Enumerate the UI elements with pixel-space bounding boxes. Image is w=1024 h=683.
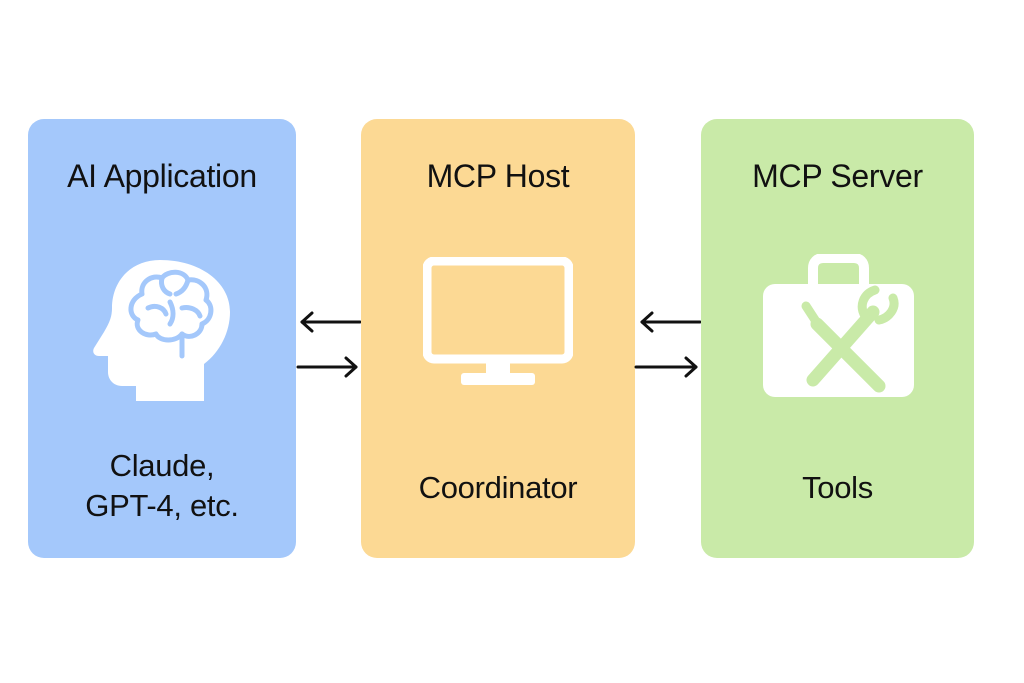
mcp-server-box: MCP Server Tools xyxy=(701,119,974,558)
mcp-host-subtitle: Coordinator xyxy=(361,468,635,508)
bidirectional-arrow-host-server xyxy=(634,311,702,378)
bidirectional-arrow-ai-host xyxy=(296,311,362,378)
mcp-server-title: MCP Server xyxy=(752,158,923,194)
mcp-server-subtitle: Tools xyxy=(701,468,974,508)
mcp-server-subtitle-line-1: Tools xyxy=(802,470,873,505)
ai-application-subtitle-line-2: GPT-4, etc. xyxy=(85,488,239,523)
mcp-host-box: MCP Host Coordinator xyxy=(361,119,635,558)
ai-application-subtitle-line-1: Claude, xyxy=(109,448,215,483)
ai-application-subtitle: Claude, GPT-4, etc. xyxy=(28,446,296,526)
toolbox-icon xyxy=(763,254,914,397)
mcp-host-title: MCP Host xyxy=(426,158,570,194)
mcp-host-subtitle-line-1: Coordinator xyxy=(418,470,578,505)
ai-application-title: AI Application xyxy=(67,158,257,194)
head-with-brain-icon xyxy=(93,260,230,401)
monitor-icon xyxy=(423,257,573,385)
ai-application-box: AI Application Claude, GPT-4, etc. xyxy=(28,119,296,558)
